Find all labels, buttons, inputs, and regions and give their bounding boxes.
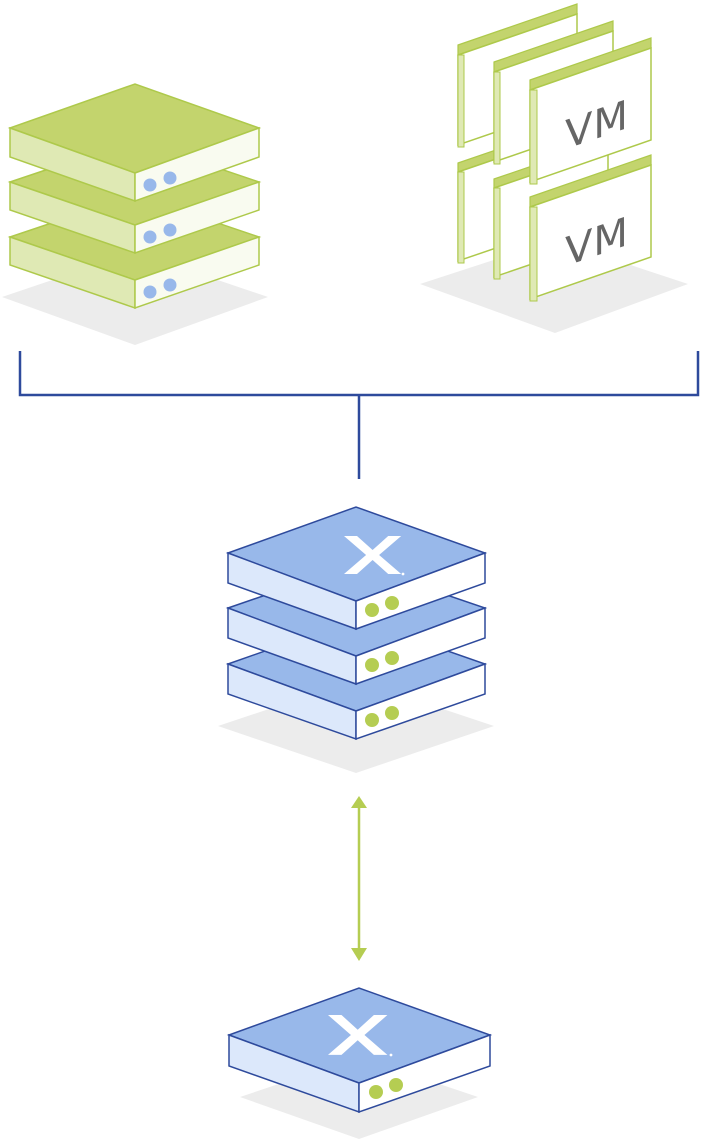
led-dot-icon [143, 178, 157, 192]
led-dot-icon [163, 171, 177, 185]
led-dot-icon [163, 223, 177, 237]
led-dot-icon [143, 285, 157, 299]
vm-card-front-upper: VM [529, 37, 652, 185]
bracket-connector [18, 351, 700, 479]
led-dot-icon [365, 603, 379, 617]
nutanix-node-icon [226, 987, 493, 1139]
blue-node-unit-top [225, 506, 488, 631]
nutanix-cluster-stack-icon [218, 506, 494, 773]
physical-server-stack-icon [2, 83, 268, 345]
led-dot-icon [385, 596, 399, 610]
virtual-machines-icon: VM VM [420, 3, 688, 333]
nutanix-x-logo-icon [344, 536, 405, 576]
nutanix-x-logo-icon [328, 1015, 393, 1057]
vm-card-front-lower: VM [529, 154, 652, 302]
bidirectional-arrow-icon [351, 796, 367, 961]
led-dot-icon [389, 1078, 403, 1092]
green-server-unit-top [7, 83, 262, 203]
led-dot-icon [369, 1085, 383, 1099]
led-dot-icon [143, 230, 157, 244]
led-dot-icon [163, 278, 177, 292]
led-dot-icon [385, 706, 399, 720]
led-dot-icon [365, 658, 379, 672]
led-dot-icon [365, 713, 379, 727]
led-dot-icon [385, 651, 399, 665]
